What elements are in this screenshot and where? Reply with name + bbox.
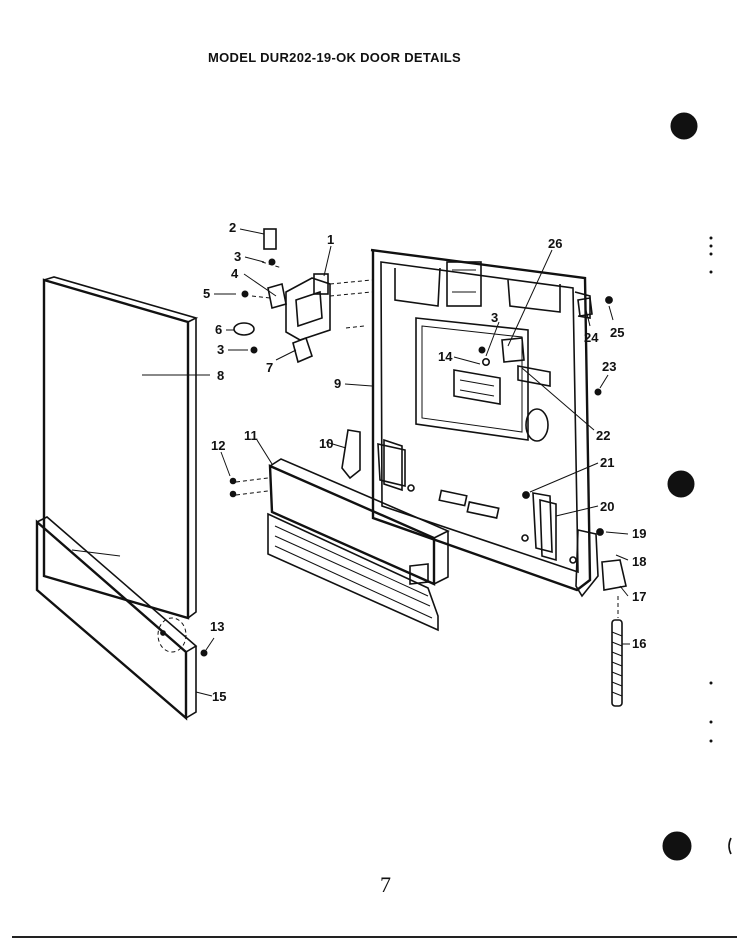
callout-24: 24 (584, 330, 599, 345)
callout-13: 13 (210, 619, 224, 634)
toe-panel (35, 516, 198, 721)
callout-17: 17 (632, 589, 646, 604)
upper-hinge-assembly (263, 228, 331, 341)
callout-1: 1 (327, 232, 334, 247)
outer-door-panel (42, 276, 199, 620)
inner-door-liner (370, 248, 592, 592)
callout-25: 25 (610, 325, 624, 340)
callout-11: 11 (244, 428, 258, 443)
scan-edge-line (12, 936, 737, 938)
binder-hole-top (670, 112, 698, 140)
diagram-title: MODEL DUR202-19-OK DOOR DETAILS (208, 50, 461, 65)
callout-labels: 2 1 3 4 5 6 3 7 8 9 26 3 14 24 25 23 22 … (203, 220, 646, 704)
callout-14: 14 (438, 349, 453, 364)
callout-3: 3 (491, 310, 498, 325)
leader-lines (142, 228, 630, 697)
callout-15: 15 (212, 689, 226, 704)
callout-4: 4 (231, 266, 239, 281)
callout-12: 12 (211, 438, 225, 453)
callout-19: 19 (632, 526, 646, 541)
side-hinges (341, 429, 627, 598)
callout-7: 7 (266, 360, 273, 375)
door-latch-assembly (453, 337, 551, 405)
margin-dots (709, 236, 713, 743)
callout-21: 21 (600, 455, 614, 470)
binder-hole-middle (667, 470, 695, 498)
callout-26: 26 (548, 236, 562, 251)
callout-8: 8 (217, 368, 224, 383)
callout-5: 5 (203, 286, 210, 301)
callout-3: 3 (234, 249, 241, 264)
alignment-guides (235, 261, 619, 618)
callout-18: 18 (632, 554, 646, 569)
margin-tick (728, 837, 732, 855)
callout-9: 9 (334, 376, 341, 391)
callout-20: 20 (600, 499, 614, 514)
door-spring (611, 619, 623, 707)
page-mark: 7 (380, 872, 391, 897)
callout-6: 6 (215, 322, 222, 337)
binder-holes (662, 112, 732, 861)
binder-hole-bottom (662, 831, 692, 861)
callout-3: 3 (217, 342, 224, 357)
callout-22: 22 (596, 428, 610, 443)
hardware-screws (200, 258, 613, 657)
callout-10: 10 (319, 436, 333, 451)
callout-23: 23 (602, 359, 616, 374)
callout-2: 2 (229, 220, 236, 235)
callout-16: 16 (632, 636, 646, 651)
control-rail (267, 458, 450, 632)
